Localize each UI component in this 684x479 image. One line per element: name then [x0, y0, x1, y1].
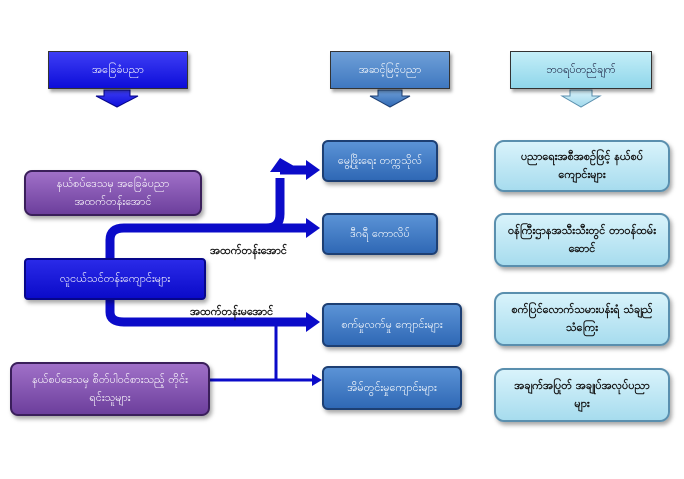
box-technical-school: စက်မှုလက်မှု ကျောင်းများ [322, 303, 462, 347]
box-degree-college-label: ဒီဂရီ ကောလိပ် [350, 227, 410, 241]
ethnic-trunk-line [210, 322, 278, 382]
to-university-head [306, 160, 320, 180]
not-passed-curve-arrow [105, 298, 310, 327]
header-outcome: ဘဝရပ်တည်ချက် [510, 51, 652, 89]
to-technical-head [306, 312, 320, 332]
label-not-passed: အထက်တန်းမအောင် [190, 305, 274, 318]
box-border-foundation-label: နယ်စပ်ဒေသမှ အခြေခံပညာ အထက်တန်းအောင် [56, 177, 170, 208]
header-foundation: အခြေခံပညာ [48, 51, 188, 89]
label-passed: အထက်တန်းအောင် [210, 244, 287, 257]
box-outcome-education-label: ပညာရေးအစီအစဉ်ဖြင့် နယ်စပ်ကျောင်းများ [520, 150, 644, 181]
outcome-down-arrow [560, 89, 602, 108]
box-domestic-school: အိမ်တွင်းမှုကျောင်းများ [322, 366, 462, 410]
box-vocational: လူငယ်သင်တန်းကျောင်းများ [24, 258, 206, 300]
foundation-down-arrow [95, 89, 139, 108]
header-outcome-label: ဘဝရပ်တည်ချက် [546, 63, 616, 77]
to-domestic-school-head [312, 374, 322, 386]
header-higher-label: အဆင့်မြင့်ပညာ [358, 63, 422, 77]
header-foundation-label: အခြေခံပညာ [92, 63, 144, 77]
to-degree-college-head [306, 218, 320, 238]
box-outcome-self-reliance: စက်ပြင်လောက်သမားပန်းရံ သံချည်သံကြေး [494, 292, 670, 346]
box-ethnic-youth-label: နယ်စပ်ဒေသမှ စိတ်ပါဝင်စားသည့် တိုင်းရင်းသ… [32, 373, 188, 404]
box-domestic-school-label: အိမ်တွင်းမှုကျောင်းများ [347, 381, 437, 395]
box-outcome-service-label: ဝန်ကြီးဌာနအသီးသီးတွင် တာဝန်ထမ်းဆောင် [507, 224, 656, 255]
box-border-foundation: နယ်စပ်ဒေသမှ အခြေခံပညာ အထက်တန်းအောင် [24, 170, 202, 216]
box-ethnic-youth: နယ်စပ်ဒေသမှ စိတ်ပါဝင်စားသည့် တိုင်းရင်းသ… [10, 362, 210, 416]
box-vocational-label: လူငယ်သင်တန်းကျောင်းများ [59, 272, 171, 286]
box-outcome-livelihood: အချက်အပြုတ် အချုပ်အလုပ်ပညာများ [494, 368, 670, 422]
box-university: မွေ့ဖြိုးရေး တက္ကသိုလ် [322, 140, 438, 182]
box-degree-college: ဒီဂရီ ကောလိပ် [322, 213, 438, 255]
box-university-label: မွေ့ဖြိုးရေး တက္ကသိုလ် [337, 154, 423, 168]
higher-down-arrow [369, 89, 411, 108]
box-outcome-livelihood-label: အချက်အပြုတ် အချုပ်အလုပ်ပညာများ [514, 379, 650, 410]
box-outcome-service: ဝန်ကြီးဌာနအသီးသီးတွင် တာဝန်ထမ်းဆောင် [494, 213, 670, 267]
box-outcome-self-reliance-label: စက်ပြင်လောက်သမားပန်းရံ သံချည်သံကြေး [511, 303, 653, 334]
header-higher: အဆင့်မြင့်ပညာ [330, 51, 450, 89]
box-technical-school-label: စက်မှုလက်မှု ကျောင်းများ [341, 318, 443, 332]
box-outcome-education: ပညာရေးအစီအစဉ်ဖြင့် နယ်စပ်ကျောင်းများ [494, 140, 670, 192]
